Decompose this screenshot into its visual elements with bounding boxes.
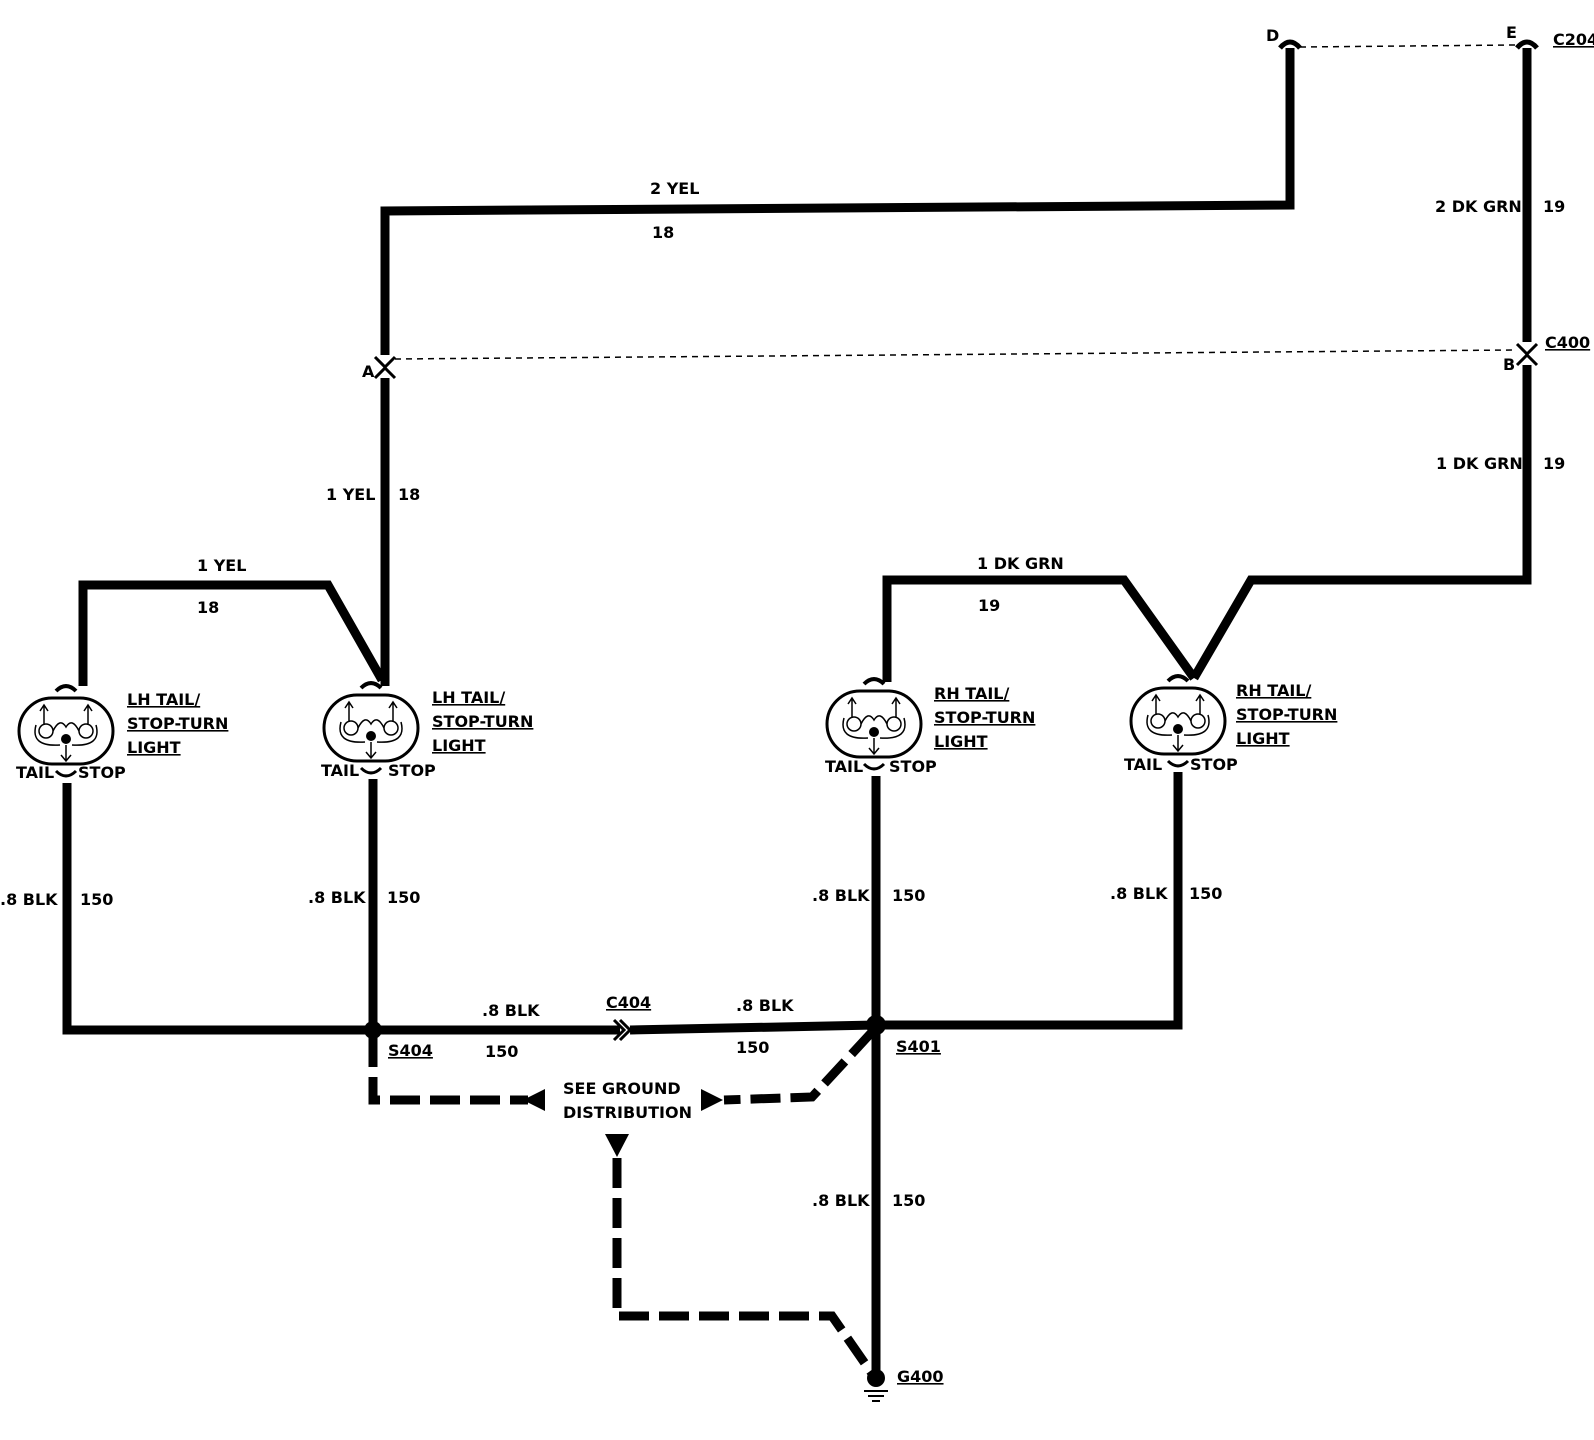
wire-blk-lamp1-circuit: 150 bbox=[80, 890, 113, 909]
wire-blk-s404-color: .8 BLK bbox=[482, 1001, 540, 1020]
ground-symbol-icon bbox=[864, 1369, 888, 1402]
wire-1-dk-grn-rh-branch bbox=[882, 575, 1198, 682]
lamp-2-title-line2: STOP-TURN bbox=[432, 712, 533, 731]
connector-c404-icon bbox=[612, 1018, 633, 1042]
wire-blk-c404-s401 bbox=[629, 1020, 877, 1035]
labels: D E C204 C400 A B C404 2 YEL 18 1 YEL 18… bbox=[0, 23, 1594, 1386]
wire-blk-lamp1 bbox=[62, 783, 373, 1035]
wire-mid-grn-circuit: 19 bbox=[1543, 454, 1565, 473]
wire-blk-lamp4-color: .8 BLK bbox=[1110, 884, 1168, 903]
arrow-left-icon bbox=[523, 1089, 545, 1111]
lamp-2-title-line3: LIGHT bbox=[432, 736, 486, 755]
wire-blk-g400-color: .8 BLK bbox=[812, 1191, 870, 1210]
wire-blk-g400-circuit: 150 bbox=[892, 1191, 925, 1210]
wire-1-yel-lh-branch bbox=[78, 580, 386, 686]
s404-ground-dist-path bbox=[368, 1037, 528, 1105]
connector-a-bottom-icon bbox=[373, 365, 397, 380]
wire-mid-yel-color: 1 YEL bbox=[326, 485, 375, 504]
wire-blk-lamp2-color: .8 BLK bbox=[308, 888, 366, 907]
lamp-1-title-line2: STOP-TURN bbox=[127, 714, 228, 733]
pin-b-label: B bbox=[1503, 355, 1515, 374]
wire-blk-s401-color: .8 BLK bbox=[736, 996, 794, 1015]
connector-c204-label: C204 bbox=[1553, 30, 1594, 49]
connector-b-bottom-icon bbox=[1515, 352, 1539, 367]
connector-e-terminal-icon bbox=[1515, 39, 1539, 50]
pin-d-label: D bbox=[1266, 26, 1279, 45]
connector-terminals bbox=[373, 39, 1539, 1042]
wire-top-grn-color: 2 DK GRN bbox=[1435, 197, 1522, 216]
ground-distribution-arrows bbox=[523, 1089, 723, 1157]
splice-s404-label: S404 bbox=[388, 1041, 433, 1060]
lamp-2-stop-label: STOP bbox=[388, 761, 436, 780]
wire-rh-grn-circuit: 19 bbox=[978, 596, 1000, 615]
wire-top-yel-circuit: 18 bbox=[652, 223, 674, 242]
lamp-1-stop-label: STOP bbox=[78, 763, 126, 782]
lamp-2-title-line1: LH TAIL/ bbox=[432, 688, 505, 707]
s401-ground-dist-path bbox=[723, 1028, 876, 1105]
lamp-4-title-line2: STOP-TURN bbox=[1236, 705, 1337, 724]
solid-wires bbox=[62, 48, 1532, 1370]
wire-blk-lamp3-color: .8 BLK bbox=[812, 886, 870, 905]
wire-blk-s404-circuit: 150 bbox=[485, 1042, 518, 1061]
connector-b-top-icon bbox=[1515, 342, 1539, 357]
lamp-4-tail-label: TAIL bbox=[1124, 755, 1162, 774]
wire-blk-s401-circuit: 150 bbox=[736, 1038, 769, 1057]
c400-dashed-line bbox=[394, 349, 1516, 360]
pin-a-label: A bbox=[362, 362, 375, 381]
arrow-right-icon bbox=[701, 1089, 723, 1111]
lamp-2-tail-label: TAIL bbox=[321, 761, 359, 780]
lamp-3-tail-label: TAIL bbox=[825, 757, 863, 776]
connector-d-terminal-icon bbox=[1278, 39, 1302, 50]
wire-top-grn-circuit: 19 bbox=[1543, 197, 1565, 216]
lamp-4-bulb-icon bbox=[1129, 674, 1227, 768]
lamp-1-tail-label: TAIL bbox=[16, 763, 54, 782]
lamp-4-title-line3: LIGHT bbox=[1236, 729, 1290, 748]
wire-blk-lamp4 bbox=[876, 772, 1183, 1030]
splice-s404-dot bbox=[364, 1021, 382, 1039]
wire-2-yel bbox=[380, 48, 1295, 355]
splice-s401-dot bbox=[866, 1015, 886, 1035]
lamp-3-title-line3: LIGHT bbox=[934, 732, 988, 751]
splice-s401-label: S401 bbox=[896, 1037, 941, 1056]
c204-dashed-line bbox=[1299, 44, 1516, 48]
wire-blk-lamp1-color: .8 BLK bbox=[0, 890, 58, 909]
pin-e-label: E bbox=[1506, 23, 1517, 42]
connector-dashed-lines bbox=[394, 44, 1516, 360]
see-ground-line1: SEE GROUND bbox=[563, 1079, 681, 1098]
lamp-3-title-line1: RH TAIL/ bbox=[934, 684, 1009, 703]
connector-c400-label: C400 bbox=[1545, 333, 1590, 352]
ground-distribution-lines bbox=[368, 1028, 877, 1378]
wire-rh-grn-color: 1 DK GRN bbox=[977, 554, 1064, 573]
lamp-3-title-line2: STOP-TURN bbox=[934, 708, 1035, 727]
wire-lh-yel-circuit: 18 bbox=[197, 598, 219, 617]
connector-c404-label: C404 bbox=[606, 993, 651, 1012]
wire-blk-lamp2-circuit: 150 bbox=[387, 888, 420, 907]
wire-mid-grn-color: 1 DK GRN bbox=[1436, 454, 1523, 473]
lamp-1-title-line1: LH TAIL/ bbox=[127, 690, 200, 709]
ground-dist-g400-path bbox=[612, 1158, 877, 1378]
wire-blk-lamp3-circuit: 150 bbox=[892, 886, 925, 905]
lamp-2-bulb-icon bbox=[322, 681, 420, 775]
wire-lh-yel-color: 1 YEL bbox=[197, 556, 246, 575]
ground-g400-label: G400 bbox=[897, 1367, 944, 1386]
lamp-4-title-line1: RH TAIL/ bbox=[1236, 681, 1311, 700]
wire-mid-yel-circuit: 18 bbox=[398, 485, 420, 504]
lamp-3-stop-label: STOP bbox=[889, 757, 937, 776]
lamp-4-stop-label: STOP bbox=[1190, 755, 1238, 774]
wire-1-dk-grn bbox=[1190, 365, 1532, 681]
connector-a-top-icon bbox=[373, 355, 397, 370]
arrow-down-icon bbox=[605, 1134, 629, 1157]
lamp-3-bulb-icon bbox=[825, 677, 923, 771]
lamp-1-title-line3: LIGHT bbox=[127, 738, 181, 757]
see-ground-line2: DISTRIBUTION bbox=[563, 1103, 692, 1122]
wire-blk-lamp4-circuit: 150 bbox=[1189, 884, 1222, 903]
wire-top-yel-color: 2 YEL bbox=[650, 179, 699, 198]
